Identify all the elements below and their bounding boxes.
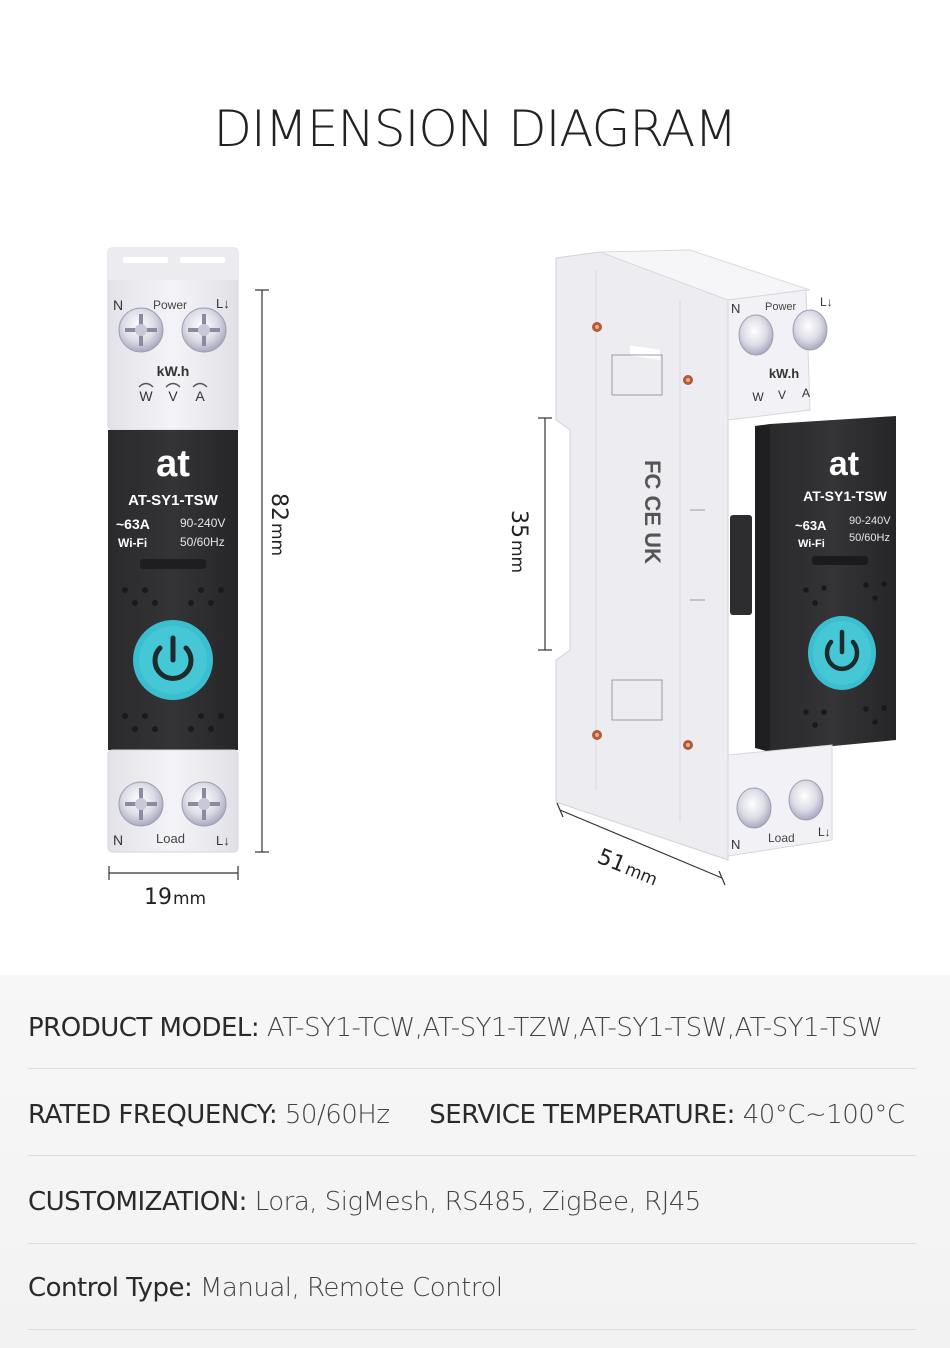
spec-label: RATED FREQUENCY: [28, 1100, 278, 1130]
side-meter-label: kW.h [769, 366, 799, 381]
front-bottom-n: N [113, 832, 123, 848]
side-bottom-label: Load [768, 831, 795, 845]
spec-label: Control Type: [28, 1273, 193, 1303]
module-height-dimension-label: 35mm [506, 510, 531, 573]
screw-icon [738, 309, 828, 356]
front-view: N Power L↓ kW.h W V A at AT-SY1-TSW ~63A… [107, 247, 239, 853]
meter-label: kW.h [157, 363, 190, 379]
front-bottom-label: Load [156, 831, 185, 846]
side-frequency-rating: 50/60Hz [849, 532, 890, 544]
spec-control-type: Control Type: Manual, Remote Control [28, 1271, 916, 1305]
frequency-rating: 50/60Hz [180, 535, 225, 549]
divider [28, 1243, 916, 1244]
voltage-rating: 90-240V [180, 516, 225, 530]
side-vent-holes [803, 581, 887, 728]
vent-holes [122, 587, 224, 732]
side-amp-icon: A [802, 386, 810, 400]
divider [28, 1068, 916, 1069]
divider [28, 1329, 916, 1330]
front-top-label: Power [153, 298, 187, 312]
side-brand-logo: at [829, 445, 859, 483]
spec-product-model: PRODUCT MODEL: AT-SY1-TCW,AT-SY1-TZW,AT-… [28, 1011, 916, 1045]
side-power-button-icon[interactable] [808, 616, 876, 690]
power-button-icon[interactable] [133, 620, 213, 700]
side-top-l: L↓ [820, 295, 833, 309]
dimension-diagram: N Power L↓ kW.h W V A at AT-SY1-TSW ~63A… [107, 247, 896, 910]
front-bottom-l: L↓ [216, 833, 230, 848]
height-dimension-label: 82mm [266, 493, 291, 556]
side-volt-icon: V [778, 388, 786, 402]
height-dimension-line [255, 289, 269, 853]
spec-customization: CUSTOMIZATION: Lora, SigMesh, RS485, Zig… [28, 1185, 916, 1219]
current-rating: ~63A [116, 516, 150, 532]
screw-icon [118, 781, 164, 827]
meter-icons: W V A [138, 382, 208, 404]
side-top-label: Power [765, 301, 797, 313]
screw-icon [118, 307, 164, 353]
side-model-label: AT-SY1-TSW [803, 488, 888, 504]
width-dimension-line [108, 866, 239, 880]
amp-icon: A [195, 388, 205, 404]
side-bottom-n: N [731, 837, 740, 852]
volt-icon: V [168, 388, 178, 404]
spec-value: AT-SY1-TCW,AT-SY1-TZW,AT-SY1-TSW,AT-SY1-… [266, 1013, 883, 1043]
side-voltage-rating: 90-240V [849, 515, 891, 527]
screw-icon [181, 307, 227, 353]
specs-panel: PRODUCT MODEL: AT-SY1-TCW,AT-SY1-TZW,AT-… [0, 975, 950, 1348]
depth-dimension-label: 51mm [594, 844, 662, 891]
module-height-dimension-line [538, 417, 552, 651]
depth-dimension-line [556, 802, 726, 886]
side-watt-icon: W [752, 390, 764, 404]
spec-value: 50/60Hz [284, 1100, 390, 1130]
side-wifi-label: Wi-Fi [798, 538, 825, 550]
cert-marks-icon: FC CE UK [640, 460, 665, 564]
model-label: AT-SY1-TSW [128, 492, 219, 509]
side-top-n: N [731, 301, 740, 316]
width-dimension-label: 19mm [144, 885, 206, 910]
divider [28, 1155, 916, 1156]
front-top-l: L↓ [216, 296, 230, 311]
side-bottom-l: L↓ [818, 825, 831, 839]
spec-value: Lora, SigMesh, RS485, ZigBee, RJ45 [254, 1187, 702, 1217]
side-view: FC CE UK N Power L↓ kW.h W V A at AT-SY1… [555, 249, 896, 861]
spec-value-temperature: 40°C~100°C [742, 1100, 905, 1130]
spec-rated-frequency: RATED FREQUENCY: 50/60Hz SERVICE TEMPERA… [28, 1098, 916, 1132]
spec-label: PRODUCT MODEL: [28, 1013, 260, 1043]
front-top-n: N [113, 297, 123, 313]
spec-label: CUSTOMIZATION: [28, 1187, 247, 1217]
side-current-rating: ~63A [795, 518, 827, 533]
wifi-label: Wi-Fi [118, 536, 147, 550]
watt-icon: W [139, 388, 153, 404]
brand-logo: at [156, 443, 190, 485]
screw-icon [181, 781, 227, 827]
page-title: DIMENSION DIAGRAM [213, 100, 738, 158]
spec-label-temperature: SERVICE TEMPERATURE: [429, 1100, 735, 1130]
screw-icon [736, 779, 824, 829]
spec-value: Manual, Remote Control [200, 1273, 503, 1303]
